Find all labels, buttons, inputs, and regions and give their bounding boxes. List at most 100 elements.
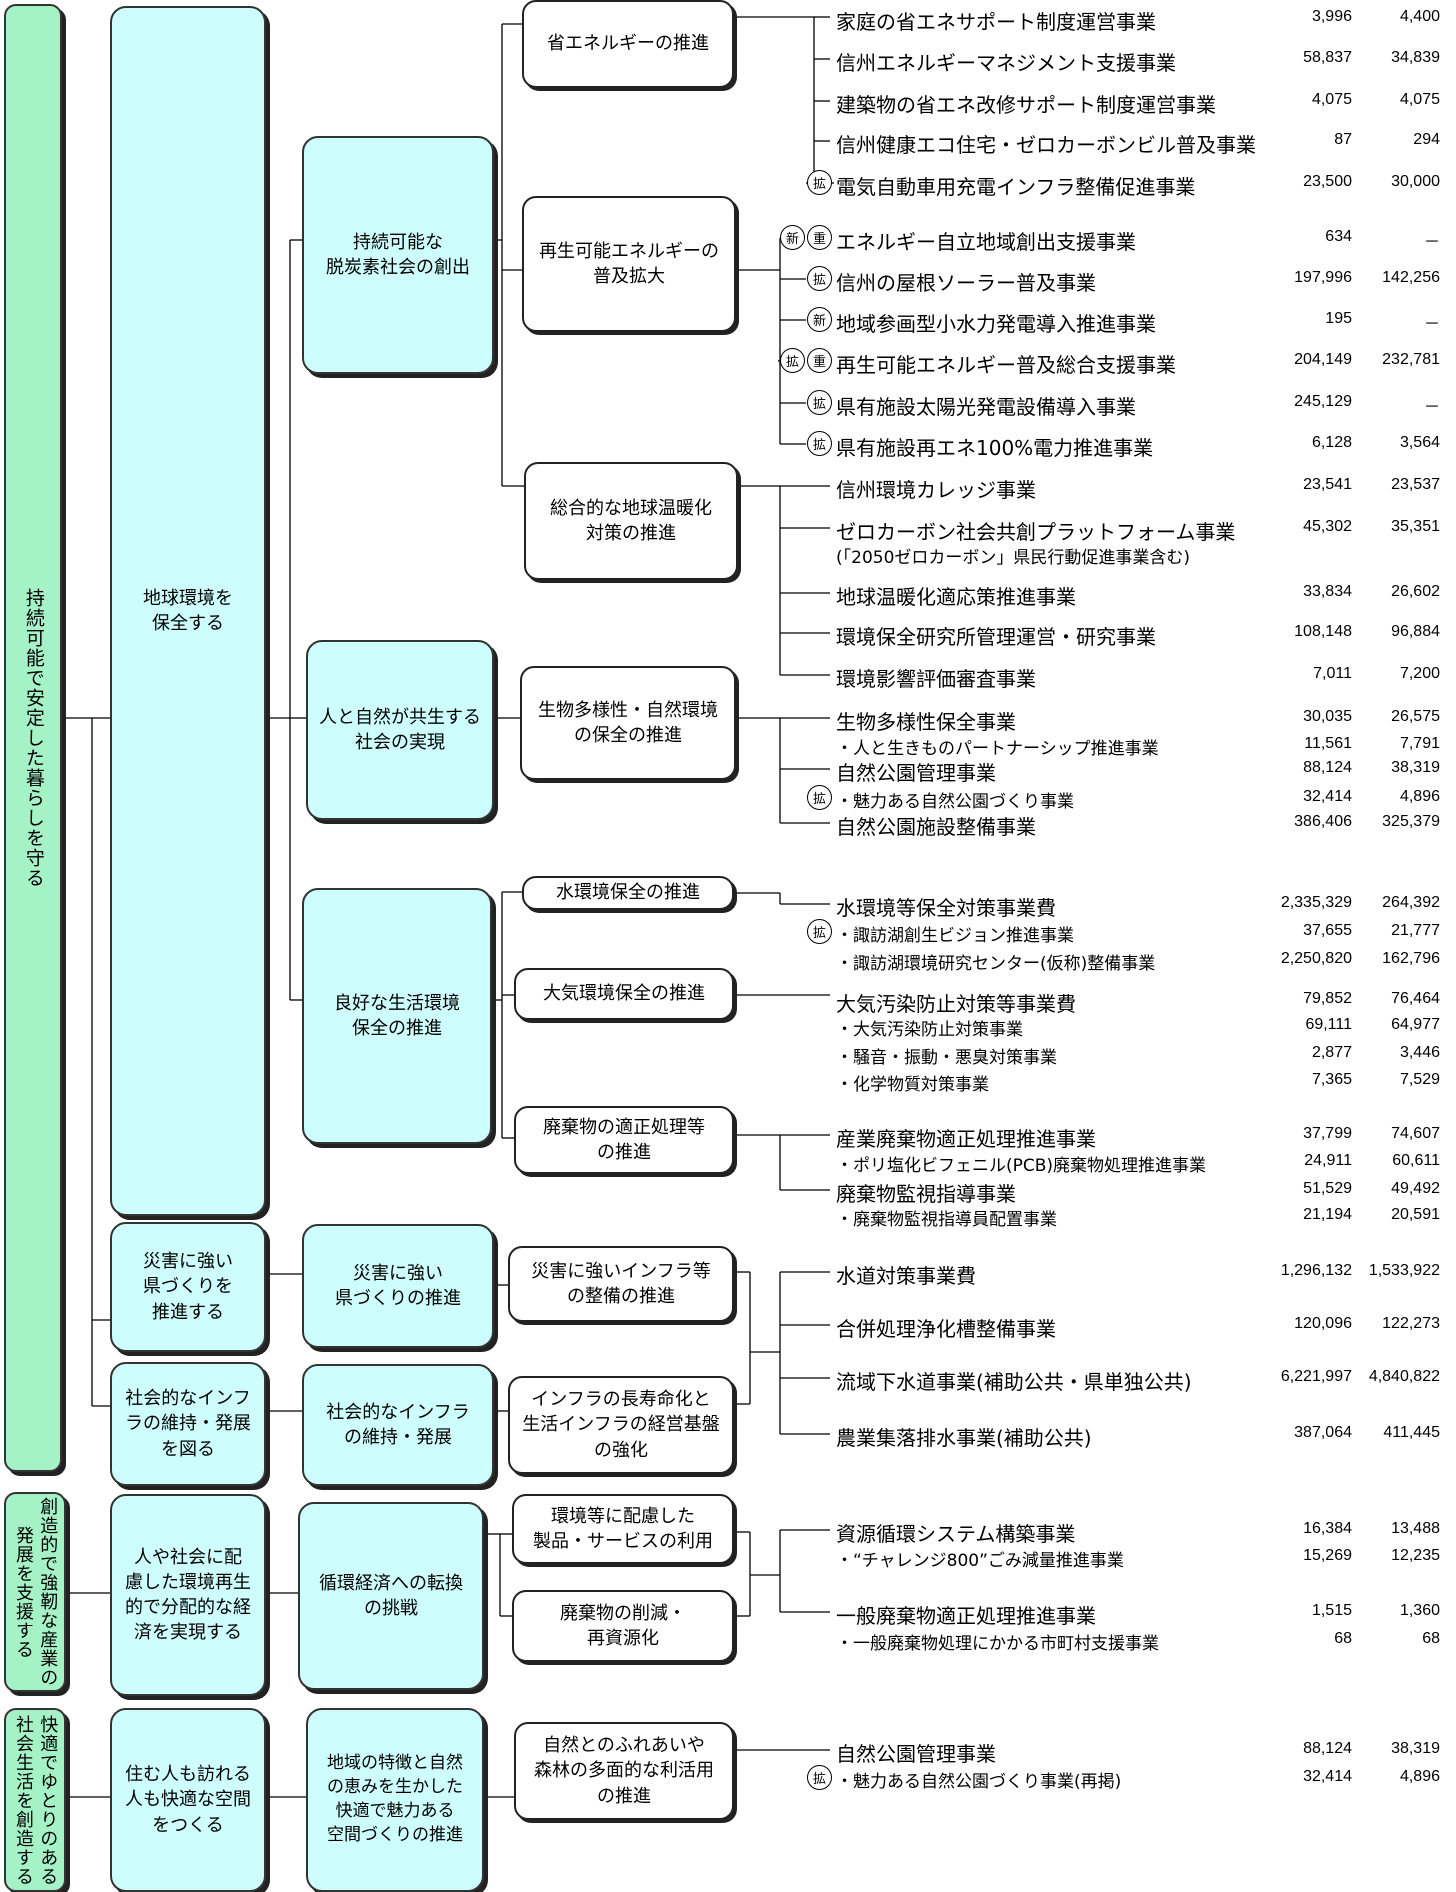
project-name: 地球温暖化適応策推進事業 bbox=[836, 584, 1076, 609]
project-name: ・一般廃棄物処理にかかる市町村支援事業 bbox=[836, 1634, 1159, 1655]
project-marks: 拡 bbox=[807, 1765, 832, 1790]
budget-value-current: 88,124 bbox=[1303, 1740, 1352, 1757]
measure-box-decarbonization: 持続可能な 脱炭素社会の創出 bbox=[302, 136, 494, 374]
budget-value-previous: 74,607 bbox=[1391, 1125, 1440, 1142]
budget-value-previous: 34,839 bbox=[1391, 49, 1440, 66]
project-name: 環境保全研究所管理運営・研究事業 bbox=[836, 624, 1156, 649]
budget-value-current: 51,529 bbox=[1303, 1180, 1352, 1197]
budget-value-previous: 38,319 bbox=[1391, 1740, 1440, 1757]
action-box-waste-treatment: 廃棄物の適正処理等 の推進 bbox=[514, 1106, 734, 1174]
budget-value-previous: 3,564 bbox=[1399, 434, 1440, 451]
budget-value-previous: 35,351 bbox=[1391, 518, 1440, 535]
measure-box-regional-space: 地域の特徴と自然 の恵みを生かした 快適で魅力ある 空間づくりの推進 bbox=[306, 1708, 484, 1892]
action-box-water-environment: 水環境保全の推進 bbox=[522, 876, 734, 910]
budget-value-current: 24,911 bbox=[1304, 1152, 1352, 1169]
action-box-disaster-infrastructure: 災害に強いインフラ等 の整備の推進 bbox=[508, 1246, 734, 1322]
badge-new-icon: 新 bbox=[780, 225, 805, 250]
goal-box-industry: 創造的で強靭な産業の 発展を支援する bbox=[4, 1492, 66, 1692]
budget-value-previous: 20,591 bbox=[1391, 1206, 1440, 1223]
badge-priority-icon: 重 bbox=[807, 225, 832, 250]
budget-value-previous: 96,884 bbox=[1391, 623, 1440, 640]
project-name: 信州の屋根ソーラー普及事業 bbox=[836, 270, 1096, 295]
budget-value-current: 6,128 bbox=[1311, 434, 1352, 451]
project-name: 自然公園管理事業 bbox=[836, 1741, 996, 1766]
project-name: 自然公園管理事業 bbox=[836, 760, 996, 785]
budget-value-current: 23,541 bbox=[1303, 476, 1352, 493]
budget-value-current: 37,799 bbox=[1303, 1125, 1352, 1142]
badge-expanded-icon: 拡 bbox=[807, 785, 832, 810]
budget-value-previous: － bbox=[1423, 399, 1440, 416]
budget-value-previous: 60,611 bbox=[1392, 1152, 1440, 1169]
budget-value-current: 68 bbox=[1334, 1630, 1352, 1647]
budget-value-current: 120,096 bbox=[1294, 1315, 1352, 1332]
measure-box-disaster: 災害に強い 県づくりの推進 bbox=[302, 1224, 494, 1348]
action-box-nature-forest: 自然とのふれあいや 森林の多面的な利活用 の推進 bbox=[514, 1722, 734, 1820]
project-name: 信州環境カレッジ事業 bbox=[836, 477, 1036, 502]
project-name: ・化学物質対策事業 bbox=[836, 1075, 989, 1096]
budget-value-previous: 30,000 bbox=[1391, 173, 1440, 190]
project-name: 資源循環システム構築事業 bbox=[836, 1521, 1076, 1546]
measure-box-infrastructure: 社会的なインフラ の維持・発展 bbox=[302, 1364, 494, 1486]
project-name: 水道対策事業費 bbox=[836, 1263, 976, 1288]
budget-value-previous: 7,529 bbox=[1399, 1071, 1440, 1088]
budget-value-current: 204,149 bbox=[1294, 351, 1352, 368]
budget-value-current: 1,515 bbox=[1311, 1602, 1352, 1619]
project-name: 信州エネルギーマネジメント支援事業 bbox=[836, 50, 1176, 75]
budget-value-current: 87 bbox=[1334, 131, 1352, 148]
project-marks: 拡 bbox=[807, 431, 832, 456]
budget-value-previous: 38,319 bbox=[1391, 759, 1440, 776]
project-marks: 拡 bbox=[807, 266, 832, 291]
badge-expanded-icon: 拡 bbox=[807, 919, 832, 944]
budget-value-previous: 7,791 bbox=[1399, 735, 1440, 752]
project-name: 農業集落排水事業(補助公共) bbox=[836, 1425, 1092, 1450]
budget-value-current: 2,877 bbox=[1311, 1044, 1352, 1061]
project-name: 一般廃棄物適正処理推進事業 bbox=[836, 1603, 1096, 1628]
budget-value-current: 69,111 bbox=[1305, 1016, 1352, 1033]
policy-box-circular-economy: 人や社会に配 慮した環境再生 的で分配的な経 済を実現する bbox=[110, 1494, 266, 1696]
budget-value-previous: 325,379 bbox=[1382, 813, 1440, 830]
badge-expanded-icon: 拡 bbox=[807, 1765, 832, 1790]
project-marks: 拡 bbox=[807, 919, 832, 944]
measure-box-circular-economy: 循環経済への転換 の挑戦 bbox=[298, 1502, 484, 1690]
action-box-waste-reduction: 廃棄物の削減・ 再資源化 bbox=[512, 1590, 734, 1662]
action-box-energy-saving: 省エネルギーの推進 bbox=[522, 0, 734, 88]
budget-value-previous: 264,392 bbox=[1382, 894, 1440, 911]
budget-value-previous: － bbox=[1423, 234, 1440, 251]
budget-value-previous: 4,896 bbox=[1399, 1768, 1440, 1785]
project-name: 廃棄物監視指導事業 bbox=[836, 1181, 1016, 1206]
project-name: ・魅力ある自然公園づくり事業 bbox=[836, 792, 1074, 813]
budget-value-previous: 49,492 bbox=[1391, 1180, 1440, 1197]
action-box-infrastructure-longevity: インフラの長寿命化と 生活インフラの経営基盤 の強化 bbox=[508, 1376, 734, 1474]
budget-value-previous: － bbox=[1423, 316, 1440, 333]
budget-value-previous: 76,464 bbox=[1391, 990, 1440, 1007]
budget-value-current: 37,655 bbox=[1303, 922, 1352, 939]
budget-value-previous: 1,533,922 bbox=[1368, 1262, 1440, 1279]
project-name: 県有施設太陽光発電設備導入事業 bbox=[836, 394, 1136, 419]
project-name: 家庭の省エネサポート制度運営事業 bbox=[836, 9, 1156, 34]
budget-value-previous: 13,488 bbox=[1391, 1520, 1440, 1537]
project-marks: 拡 bbox=[807, 785, 832, 810]
budget-value-current: 387,064 bbox=[1294, 1424, 1352, 1441]
budget-value-current: 1,296,132 bbox=[1280, 1262, 1352, 1279]
project-name: (「2050ゼロカーボン」県民行動促進事業含む) bbox=[836, 548, 1191, 569]
budget-value-current: 21,194 bbox=[1303, 1206, 1352, 1223]
budget-value-current: 195 bbox=[1325, 310, 1352, 327]
project-name: ・魅力ある自然公園づくり事業(再掲) bbox=[836, 1772, 1122, 1793]
budget-value-previous: 162,796 bbox=[1382, 950, 1440, 967]
measure-box-coexistence: 人と自然が共生する 社会の実現 bbox=[306, 640, 494, 820]
project-name: 水環境等保全対策事業費 bbox=[836, 895, 1056, 920]
budget-value-previous: 411,445 bbox=[1383, 1424, 1440, 1441]
project-marks: 拡重 bbox=[780, 348, 832, 373]
measure-box-living-environment: 良好な生活環境 保全の推進 bbox=[302, 888, 492, 1144]
project-name: 大気汚染防止対策等事業費 bbox=[836, 991, 1076, 1016]
budget-value-previous: 4,896 bbox=[1399, 788, 1440, 805]
badge-new-icon: 新 bbox=[807, 307, 832, 332]
badge-expanded-icon: 拡 bbox=[807, 431, 832, 456]
budget-value-previous: 23,537 bbox=[1391, 476, 1440, 493]
policy-box-global-environment: 地球環境を 保全する bbox=[110, 6, 266, 1216]
policy-box-comfortable-space: 住む人も訪れる 人も快適な空間 をつくる bbox=[110, 1708, 266, 1892]
project-name: ・騒音・振動・悪臭対策事業 bbox=[836, 1048, 1057, 1069]
budget-value-current: 634 bbox=[1325, 228, 1352, 245]
project-marks: 拡 bbox=[807, 390, 832, 415]
budget-value-current: 7,365 bbox=[1311, 1071, 1352, 1088]
